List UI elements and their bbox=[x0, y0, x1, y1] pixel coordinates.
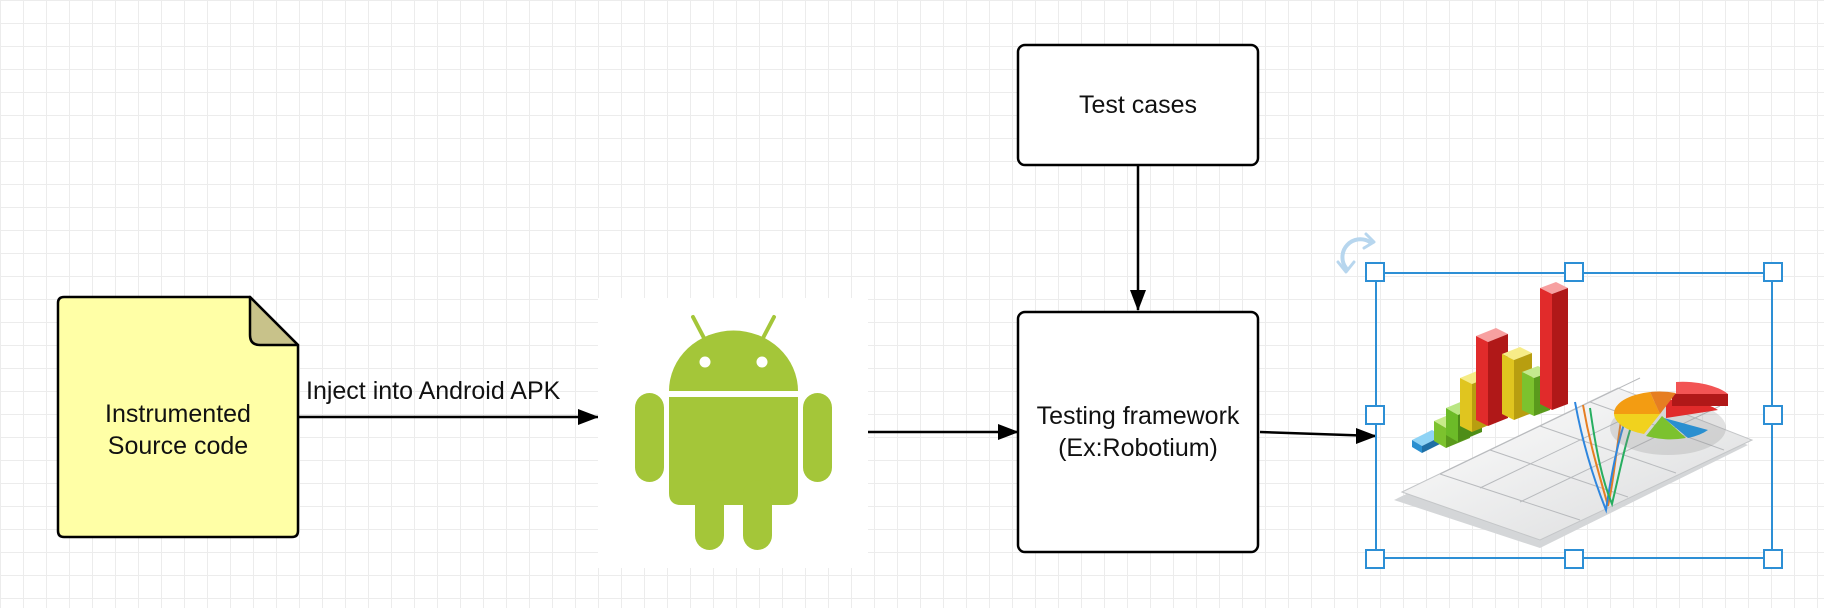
android-arm-left bbox=[635, 393, 664, 482]
android-antenna-right bbox=[761, 315, 776, 340]
chart-line-blue bbox=[1574, 401, 1629, 514]
android-body bbox=[669, 397, 798, 505]
android-antenna-left bbox=[691, 315, 706, 340]
resize-handle-top-left[interactable] bbox=[1365, 262, 1385, 282]
android-eye-right bbox=[756, 356, 768, 368]
edge-testcases-to-framework-arrowhead bbox=[1130, 290, 1146, 311]
resize-handle-right[interactable] bbox=[1763, 405, 1783, 425]
edge-android-to-framework[interactable] bbox=[868, 424, 1019, 440]
paper-grid-lines bbox=[1439, 377, 1725, 521]
edge-framework-to-report[interactable] bbox=[1259, 428, 1377, 444]
resize-handle-top[interactable] bbox=[1564, 262, 1584, 282]
rotate-handle-icon[interactable] bbox=[1336, 232, 1376, 274]
android-eye-left bbox=[699, 356, 711, 368]
resize-handle-bottom[interactable] bbox=[1564, 549, 1584, 569]
note-fold bbox=[248, 295, 300, 347]
resize-handle-top-right[interactable] bbox=[1763, 262, 1783, 282]
resize-handle-bottom-left[interactable] bbox=[1365, 549, 1385, 569]
note-body bbox=[56, 295, 300, 539]
edge-inject-arrowhead bbox=[578, 409, 599, 425]
edge-framework-to-report-arrowhead bbox=[1356, 428, 1377, 444]
charts-report-icon[interactable] bbox=[1394, 282, 1754, 548]
source-code-note[interactable] bbox=[56, 295, 300, 539]
android-head bbox=[669, 330, 798, 391]
chart-line-green bbox=[1589, 407, 1635, 508]
android-robot-icon[interactable] bbox=[598, 298, 868, 568]
resize-handle-bottom-right[interactable] bbox=[1763, 549, 1783, 569]
testing-framework-box[interactable] bbox=[1016, 310, 1260, 554]
edge-android-to-framework-arrowhead bbox=[998, 424, 1019, 440]
selection-frame[interactable] bbox=[1336, 232, 1783, 569]
android-leg-left bbox=[695, 480, 724, 550]
edge-testcases-to-framework[interactable] bbox=[1130, 165, 1146, 311]
android-leg-right bbox=[743, 480, 772, 550]
test-cases-box[interactable] bbox=[1016, 43, 1260, 167]
chart-pie bbox=[1610, 381, 1728, 455]
android-arm-right bbox=[803, 393, 832, 482]
resize-handle-left[interactable] bbox=[1365, 405, 1385, 425]
edge-inject[interactable] bbox=[298, 409, 599, 425]
chart-bar-8 bbox=[1540, 282, 1568, 410]
